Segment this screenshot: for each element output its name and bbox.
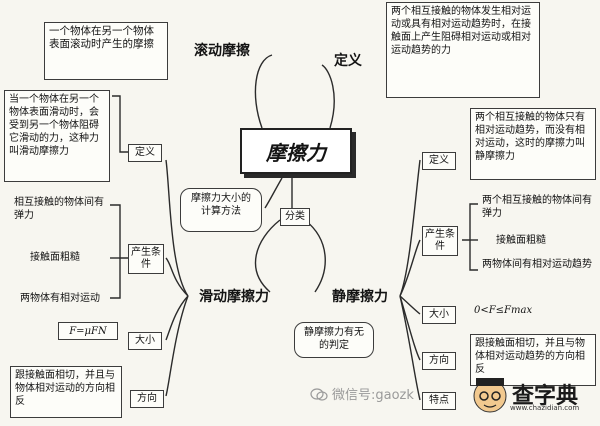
logo-name: 查字典 [512, 384, 579, 409]
sliding-direction-label: 方向 [130, 390, 164, 408]
sliding-friction-label: 滑动摩擦力 [199, 289, 269, 305]
sliding-condition-3: 两物体有相对运动 [20, 293, 100, 304]
static-condition-1: 两个相互接触的物体间有弹力 [482, 195, 592, 219]
static-judge-bubble: 静摩擦力有无的判定 [294, 322, 374, 358]
static-friction-label: 静摩擦力 [332, 289, 388, 305]
sliding-condition-2: 接触面粗糙 [30, 252, 80, 263]
static-direction-text: 跟接触面相切，并且与物体相对运动趋势的方向相反 [470, 334, 596, 386]
static-feature-label: 特点 [422, 392, 456, 410]
sliding-conditions-label: 产生条件 [128, 244, 164, 274]
static-conditions-label: 产生条件 [422, 226, 458, 256]
classify-label: 分类 [280, 208, 310, 226]
sliding-direction-text: 跟接触面相切，并且与物体相对运动的方向相反 [10, 366, 122, 418]
static-definition-text: 两个相互接触的物体只有相对运动趋势，而没有相对运动，这时的摩擦力叫静摩擦力 [470, 108, 596, 180]
central-title: 摩擦力 [240, 128, 352, 174]
sliding-condition-1: 相互接触的物体间有弹力 [14, 197, 104, 221]
static-magnitude-label: 大小 [422, 306, 456, 324]
sliding-definition-label: 定义 [128, 144, 162, 162]
static-definition-label: 定义 [422, 152, 456, 170]
watermark-text: 微信号:gaozk [332, 388, 414, 403]
top-definition-label: 定义 [334, 53, 362, 69]
logo-url: www.chazidian.com [510, 404, 580, 412]
rolling-friction-definition: 一个物体在另一个物体表面滚动时产生的摩擦 [44, 22, 168, 80]
chazidian-logo: 查字典 www.chazidian.com [470, 372, 598, 424]
static-condition-2: 接触面粗糙 [496, 235, 546, 246]
static-direction-label: 方向 [422, 352, 456, 370]
calc-method-bubble: 摩擦力大小的计算方法 [180, 188, 262, 232]
static-magnitude-formula: 0<F≤Fmax [474, 305, 533, 316]
sliding-magnitude-label: 大小 [128, 332, 162, 350]
mascot-icon [473, 378, 507, 413]
wechat-icon [310, 387, 328, 401]
static-condition-3: 两物体间有相对运动趋势 [482, 259, 592, 270]
friction-definition: 两个相互接触的物体发生相对运动或具有相对运动趋势时，在接触面上产生阻碍相对运动或… [386, 2, 540, 98]
wechat-watermark: 微信号:gaozk [310, 384, 414, 403]
sliding-magnitude-formula: F=μFN [58, 322, 118, 340]
sliding-definition-text: 当一个物体在另一个物体表面滑动时，会受到另一个物体阻碍它滑动的力，这种力叫滑动摩… [4, 90, 110, 182]
rolling-friction-label: 滚动摩擦 [194, 43, 250, 59]
